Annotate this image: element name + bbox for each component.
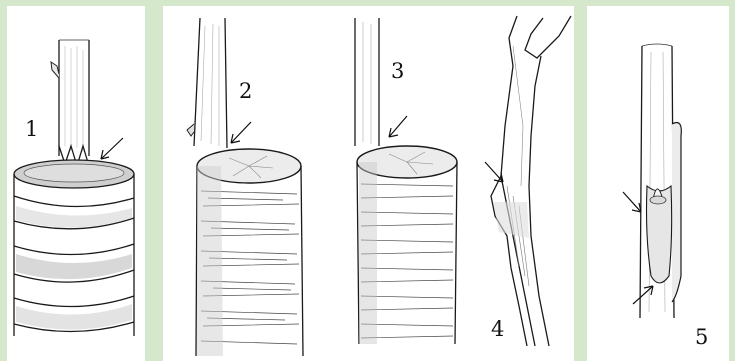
illustration-panel-3: 5 xyxy=(587,6,729,361)
figure-label-5: 5 xyxy=(695,325,708,349)
figure-label-1: 1 xyxy=(25,117,38,141)
panel-1-drawing: 1 xyxy=(7,6,145,361)
arrow-icon xyxy=(231,122,251,143)
arrow-icon xyxy=(623,192,641,212)
illustration-panel-2: 2 3 4 xyxy=(163,6,574,361)
illustration-panel-1: 1 xyxy=(7,6,145,361)
arrow-icon xyxy=(101,138,123,159)
figure-label-4: 4 xyxy=(491,317,504,341)
panel-2-drawing: 2 3 4 xyxy=(163,6,574,361)
figure-label-2: 2 xyxy=(239,79,252,103)
figure-label-3: 3 xyxy=(391,59,404,83)
arrow-icon xyxy=(389,116,407,137)
arrow-icon xyxy=(633,286,653,304)
panel-3-drawing: 5 xyxy=(587,6,729,361)
arrow-icon xyxy=(485,162,503,182)
